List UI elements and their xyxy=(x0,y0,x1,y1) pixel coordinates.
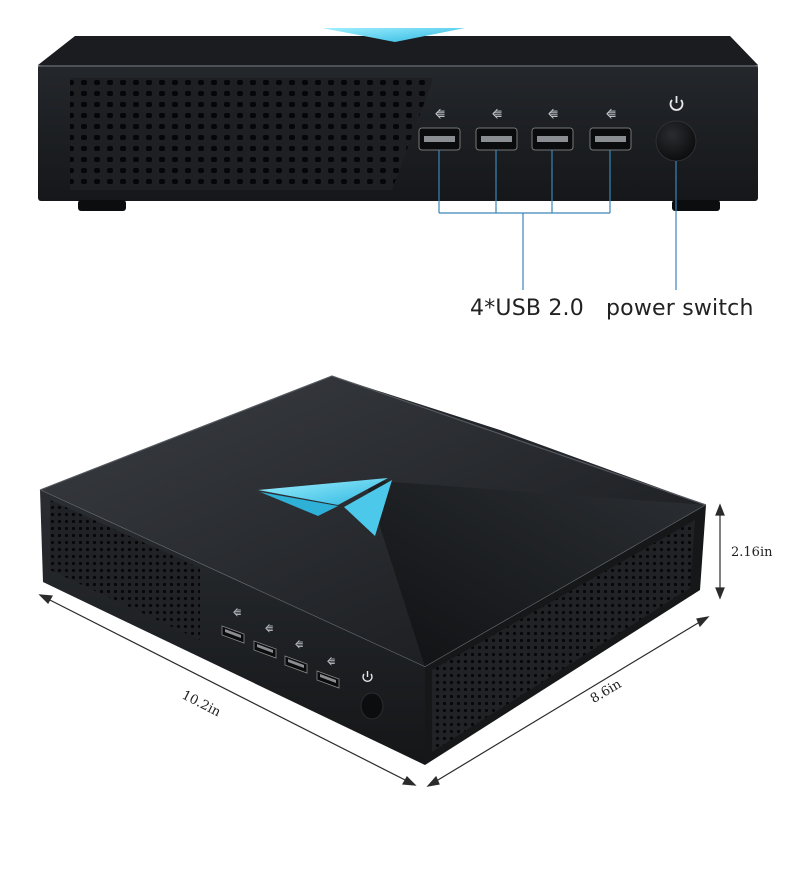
front-view-device: ⭅ ⭅ ⭅ ⭅ xyxy=(38,28,758,290)
power-button-iso xyxy=(360,671,384,720)
svg-text:⭅: ⭅ xyxy=(606,108,616,121)
usb-ports: ⭅ ⭅ ⭅ ⭅ xyxy=(418,108,632,151)
power-icon xyxy=(362,671,373,683)
usb-port: ⭅ xyxy=(475,108,518,151)
usb-port: ⭅ xyxy=(284,640,308,674)
accent-light-logo xyxy=(258,478,388,505)
svg-text:⭅: ⭅ xyxy=(435,108,445,121)
side-vent-grille xyxy=(432,520,695,752)
dimension-lines xyxy=(38,503,725,787)
svg-text:⭅: ⭅ xyxy=(265,624,273,635)
front-vent-grille xyxy=(50,500,200,640)
usb-port: ⭅ xyxy=(316,657,340,689)
usb-port: ⭅ xyxy=(253,624,277,659)
power-callout-label: power switch xyxy=(606,296,754,321)
svg-text:⭅: ⭅ xyxy=(233,608,241,619)
power-icon xyxy=(669,96,684,111)
svg-text:⭅: ⭅ xyxy=(295,640,303,651)
svg-text:⭅: ⭅ xyxy=(492,108,502,121)
usb-callout-label: 4*USB 2.0 xyxy=(470,296,584,321)
accent-light xyxy=(322,28,465,42)
usb-ports-iso: ⭅ ⭅ ⭅ ⭅ xyxy=(221,608,340,689)
svg-text:⭅: ⭅ xyxy=(327,657,335,668)
callout-lines xyxy=(438,150,677,290)
isometric-view-device: ⭅ ⭅ ⭅ ⭅ xyxy=(38,375,725,787)
height-dimension-label: 2.16in xyxy=(731,545,773,560)
usb-port: ⭅ xyxy=(531,108,574,151)
vent-grille xyxy=(70,78,432,190)
usb-port: ⭅ xyxy=(221,608,245,644)
svg-text:⭅: ⭅ xyxy=(548,108,558,121)
